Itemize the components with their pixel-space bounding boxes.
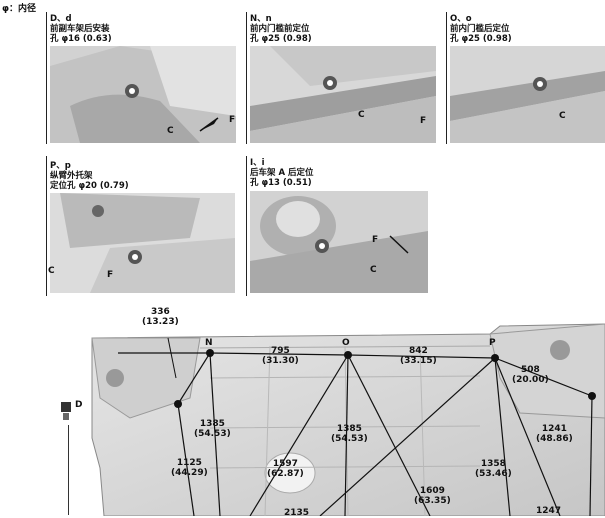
panel-dd-c-label: C [167, 126, 174, 136]
dim-1597: 1597(62.87) [267, 459, 304, 479]
underbody-diagram [91, 323, 605, 516]
panel-dd-f-label: F [229, 115, 236, 125]
panel-pp-caption: P、p 纵臂外托架 定位孔 φ20 (0.79) [50, 161, 129, 191]
dim-795: 795(31.30) [262, 346, 299, 366]
dim-336: 336(13.23) [142, 307, 179, 327]
panel-ii-photo [250, 191, 428, 293]
panel-dd-name: 前副车架后安装 [50, 24, 110, 34]
panel-pp-f-label: F [107, 270, 114, 280]
panel-ii-name: 后车架 A 后定位 [250, 168, 314, 178]
panel-dd-caption: D、d 前副车架后安装 孔 φ16 (0.63) [50, 14, 112, 44]
point-p-label: P [489, 338, 496, 348]
panel-pp-hole: 定位孔 φ20 (0.79) [50, 181, 129, 191]
dim-842: 842(33.15) [400, 346, 437, 366]
panel-oo-code: O、o [450, 14, 472, 24]
panel-dd-photo [50, 46, 236, 143]
dim-2135: 2135 [284, 508, 310, 518]
panel-ii-hole: 孔 φ13 (0.51) [250, 178, 312, 188]
dim-1385-center: 1385(54.53) [331, 424, 368, 444]
panel-separator [46, 156, 47, 296]
panel-ii-f-label: F [372, 235, 379, 245]
panel-oo-hole: 孔 φ25 (0.98) [450, 34, 512, 44]
panel-separator [46, 12, 47, 144]
panel-nn-hole: 孔 φ25 (0.98) [250, 34, 312, 44]
dim-1241: 1241(48.86) [536, 424, 573, 444]
dim-1247: 1247 [536, 506, 562, 516]
panel-oo-caption: O、o 前内门槛后定位 孔 φ25 (0.98) [450, 14, 512, 44]
dim-1385-left: 1385(54.53) [194, 419, 231, 439]
panel-dd-code: D、d [50, 14, 72, 24]
point-d-label: D [75, 400, 83, 410]
panel-pp-name: 纵臂外托架 [50, 171, 93, 181]
panel-pp-code: P、p [50, 161, 71, 171]
vehicle-side-icon [60, 400, 72, 422]
panel-ii-caption: I、i 后车架 A 后定位 孔 φ13 (0.51) [250, 158, 314, 188]
panel-separator [246, 156, 247, 296]
panel-nn-f-label: F [420, 116, 427, 126]
panel-oo-name: 前内门槛后定位 [450, 24, 510, 34]
panel-oo-photo [450, 46, 605, 143]
dim-1125: 1125(44.29) [171, 458, 208, 478]
panel-ii-code: I、i [250, 158, 265, 168]
panel-nn-name: 前内门槛前定位 [250, 24, 310, 34]
panel-pp-photo [50, 193, 235, 293]
panel-nn-c-label: C [358, 110, 365, 120]
panel-dd-hole: 孔 φ16 (0.63) [50, 34, 112, 44]
panel-ii-c-label: C [370, 265, 377, 275]
dim-1609: 1609(63.35) [414, 486, 451, 506]
panel-separator [246, 12, 247, 144]
panel-pp-c-label: C [48, 266, 55, 276]
centerline [68, 425, 69, 515]
panel-nn-caption: N、n 前内门槛前定位 孔 φ25 (0.98) [250, 14, 312, 44]
point-o-label: O [342, 338, 350, 348]
dim-508: 508(20.00) [512, 365, 549, 385]
legend-inner-diameter: φ：内径 [2, 4, 37, 14]
panel-oo-c-label: C [559, 111, 566, 121]
panel-nn-code: N、n [250, 14, 272, 24]
panel-nn-photo [250, 46, 436, 143]
panel-separator [446, 12, 447, 144]
dim-1358: 1358(53.46) [475, 459, 512, 479]
point-n-label: N [205, 338, 213, 348]
